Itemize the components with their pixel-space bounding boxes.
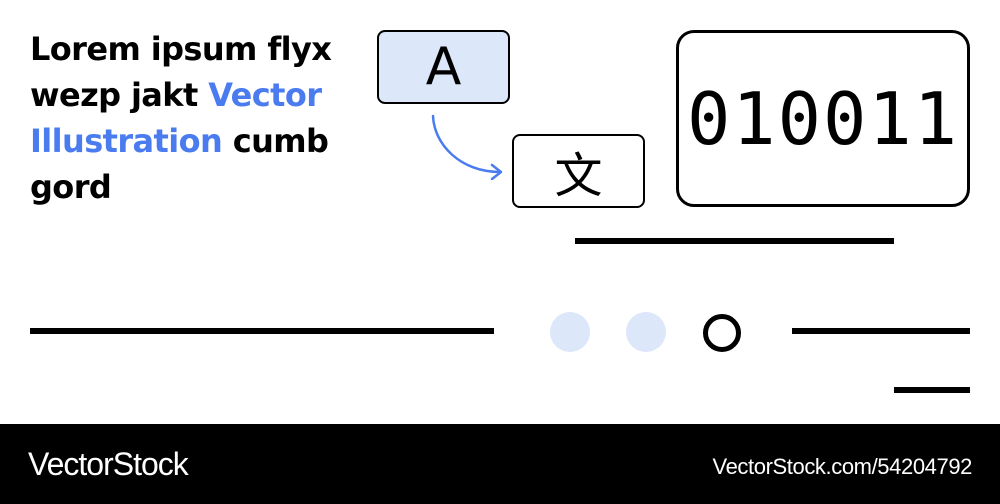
pagination-dot-active <box>703 314 741 352</box>
translate-arrow-icon <box>431 114 503 180</box>
pagination-dot-inactive <box>550 312 590 352</box>
short-line <box>894 387 970 393</box>
headline-text-end: cumb gord <box>30 122 329 206</box>
binary-value: 010011 <box>686 76 960 161</box>
source-language-box: A <box>377 30 510 104</box>
divider-line <box>575 238 894 244</box>
source-char: A <box>425 37 462 97</box>
watermark-footer: VectorStock VectorStock.com/54204792 <box>0 424 1000 504</box>
brand-logo: VectorStock <box>28 446 189 482</box>
source-url: VectorStock.com/54204792 <box>712 454 973 479</box>
headline-text-start: Lorem ipsum flyx wezp jakt <box>30 30 332 114</box>
binary-display: 010011 <box>676 30 970 207</box>
target-char: 文 <box>554 148 603 204</box>
progress-line-left <box>30 328 494 334</box>
target-language-box: 文 <box>512 134 645 208</box>
pagination-dot-inactive <box>626 312 666 352</box>
progress-line-right <box>792 328 970 334</box>
headline: Lorem ipsum flyx wezp jakt Vector Illust… <box>30 26 350 210</box>
headline-accent: Vector Illustration <box>30 76 322 160</box>
